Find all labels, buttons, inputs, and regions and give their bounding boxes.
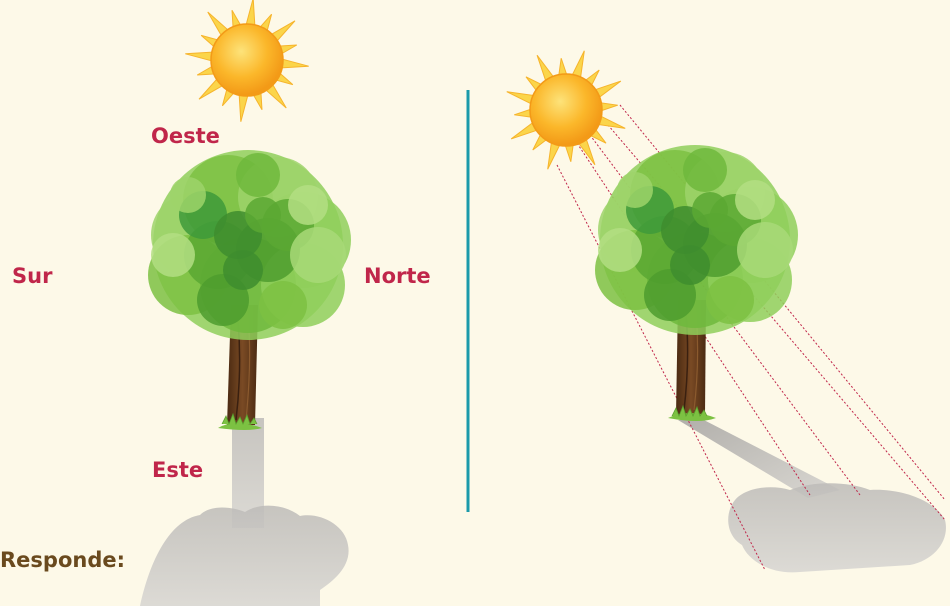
foliage-blob — [170, 177, 206, 213]
foliage-blob — [151, 233, 195, 277]
foliage-blob — [692, 192, 728, 228]
sun-icon — [185, 0, 309, 122]
foliage-blob — [670, 245, 710, 285]
foliage-blob — [259, 281, 307, 329]
foliage-blob — [598, 228, 642, 272]
foliage-blob — [288, 185, 328, 225]
direction-label-oeste: Oeste — [151, 124, 220, 148]
foliage-blob — [617, 172, 653, 208]
prompt-label: Responde: — [0, 548, 125, 572]
direction-label-este: Este — [152, 458, 204, 482]
foliage-blob — [236, 153, 280, 197]
foliage-blob — [245, 197, 281, 233]
left-tree-shadow — [140, 418, 349, 606]
foliage-blob — [737, 222, 793, 278]
tree-icon — [148, 150, 351, 340]
foliage-blob — [290, 227, 346, 283]
foliage-blob — [706, 276, 754, 324]
foliage-blob — [683, 148, 727, 192]
tree-icon-right — [595, 145, 798, 335]
direction-label-norte: Norte — [364, 264, 431, 288]
right-tree-shadow — [678, 418, 946, 573]
sun-icon-right — [506, 50, 626, 170]
foliage-blob — [735, 180, 775, 220]
direction-label-sur: Sur — [12, 264, 53, 288]
foliage-blob — [223, 250, 263, 290]
